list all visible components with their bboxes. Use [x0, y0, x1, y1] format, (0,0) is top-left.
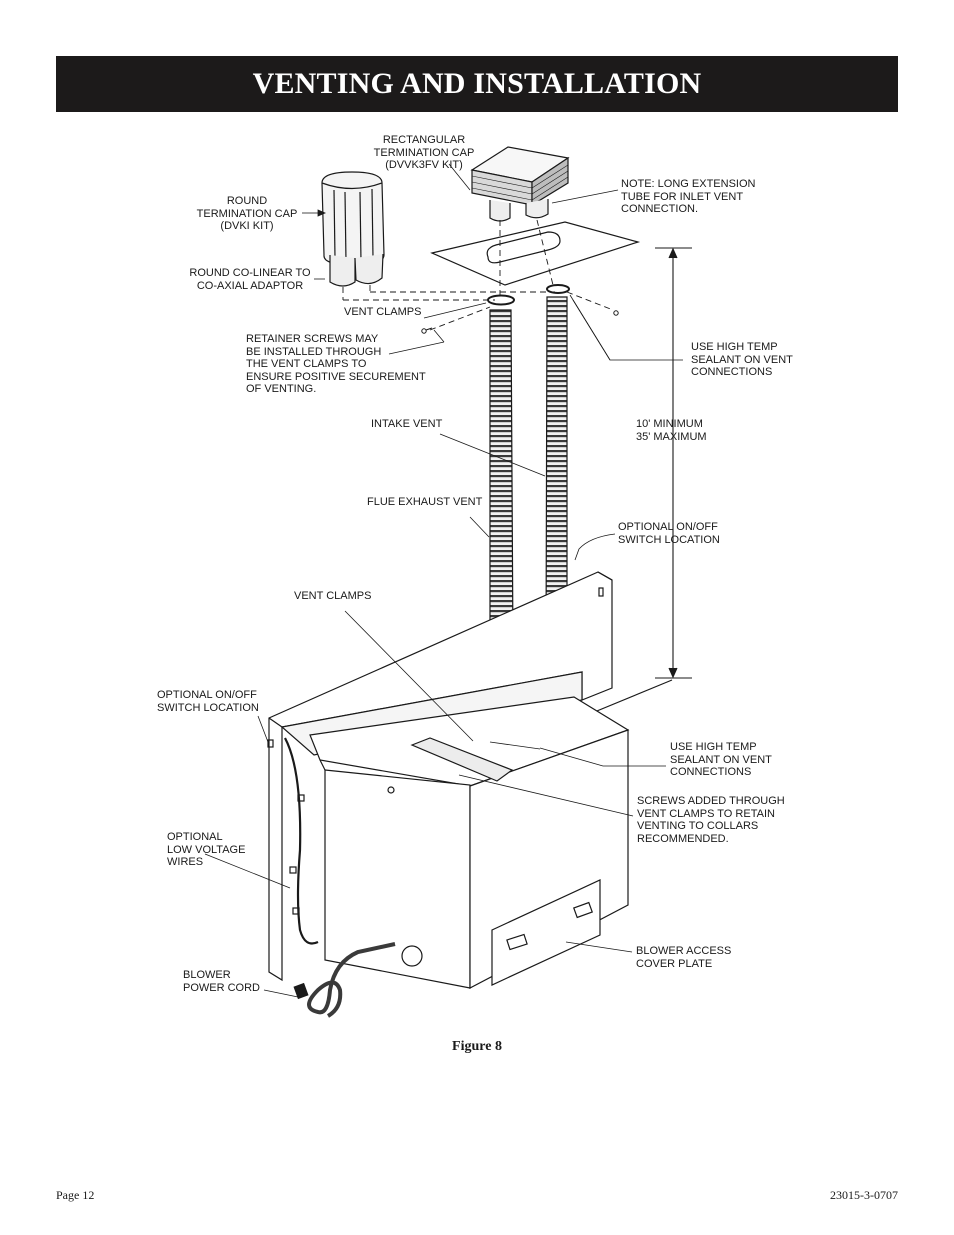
retainer-screws-note: RETAINER SCREWS MAY BE INSTALLED THROUGH…: [246, 333, 426, 396]
round-termination-cap-label: ROUND TERMINATION CAP (DVKI KIT): [196, 195, 298, 233]
vent-length-range-label: 10' MINIMUM 35' MAXIMUM: [636, 418, 707, 443]
blower-access-cover-label: BLOWER ACCESS COVER PLATE: [636, 945, 732, 970]
round-termination-cap: [321, 171, 385, 287]
sealant-bottom-note: USE HIGH TEMP SEALANT ON VENT CONNECTION…: [670, 741, 772, 779]
sealant-top-note: USE HIGH TEMP SEALANT ON VENT CONNECTION…: [691, 341, 793, 379]
document-number: 23015-3-0707: [830, 1188, 898, 1202]
flue-exhaust-vent-label: FLUE EXHAUST VENT: [367, 496, 483, 508]
screws-added-note: SCREWS ADDED THROUGH VENT CLAMPS TO RETA…: [637, 795, 785, 845]
figure-caption: Figure 8: [452, 1039, 502, 1054]
exhaust-vent-clamp: [546, 284, 570, 294]
low-voltage-wires-label: OPTIONAL LOW VOLTAGE WIRES: [167, 831, 246, 869]
blower-power-cord: [307, 942, 396, 1018]
vent-clamps-top-label: VENT CLAMPS: [344, 306, 422, 318]
rectangular-termination-cap-label: RECTANGULAR TERMINATION CAP (DVVK3FV KIT…: [373, 134, 475, 172]
blower-power-cord-label: BLOWER POWER CORD: [183, 969, 260, 994]
coaxial-adaptor-label: ROUND CO-LINEAR TO CO-AXIAL ADAPTOR: [189, 267, 311, 292]
extension-tube-note: NOTE: LONG EXTENSION TUBE FOR INLET VENT…: [621, 178, 756, 216]
page-number: Page 12: [56, 1188, 95, 1202]
fireplace-unit: [267, 571, 630, 989]
section-banner: VENTING AND INSTALLATION: [56, 56, 898, 112]
switch-location-left-label: OPTIONAL ON/OFF SWITCH LOCATION: [157, 689, 259, 714]
low-voltage-wires: [284, 737, 319, 945]
vent-clamps-mid-label: VENT CLAMPS: [294, 590, 372, 602]
switch-location-right-label: OPTIONAL ON/OFF SWITCH LOCATION: [618, 521, 720, 546]
rectangular-termination-cap: [470, 146, 570, 222]
intake-vent-clamp: [487, 294, 515, 306]
page-title: VENTING AND INSTALLATION: [252, 67, 702, 100]
intake-vent-label: INTAKE VENT: [371, 418, 443, 430]
